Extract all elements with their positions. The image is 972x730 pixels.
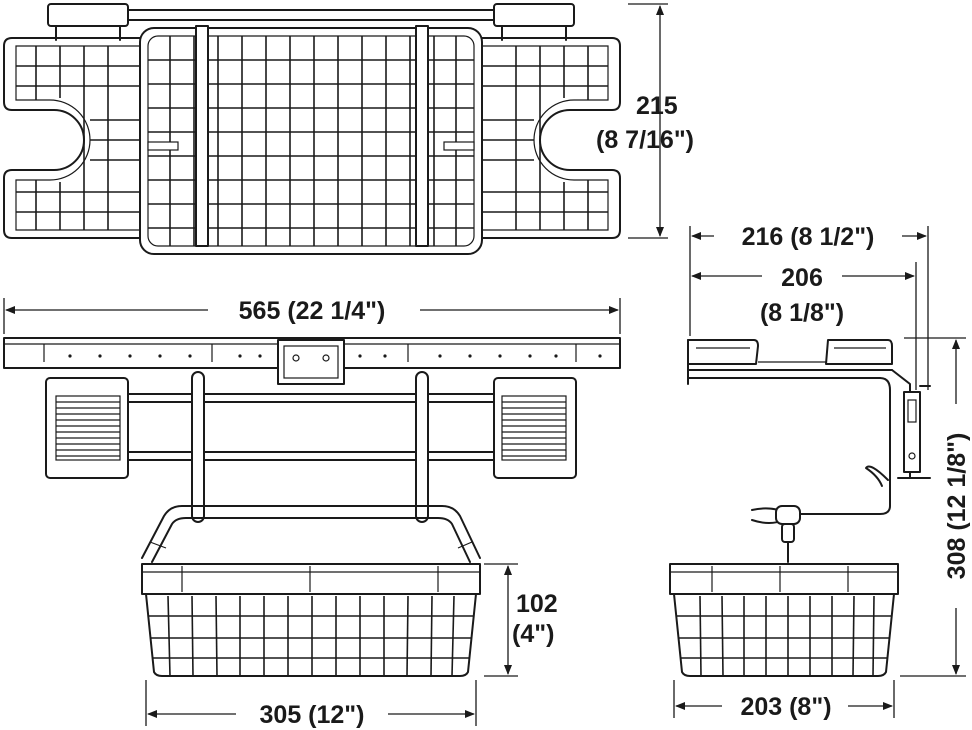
dim-overall-width: 565 (22 1/4") xyxy=(3,297,621,334)
top-clip-right xyxy=(493,3,575,27)
side-tray-left xyxy=(687,339,759,365)
dim-basket-width: 305 (12") xyxy=(145,680,477,729)
dim-side-inner-width-in: (8 1/8") xyxy=(760,299,844,327)
side-mount-plate xyxy=(903,391,921,473)
dim-basket-height-mm: 102 xyxy=(516,590,558,618)
side-tray-right xyxy=(825,339,893,365)
dim-top-height-in: (8 7/16") xyxy=(596,126,694,154)
dim-top-height-mm: 215 xyxy=(636,92,678,120)
front-center-bracket xyxy=(277,339,345,385)
dim-side-height-label: 308 (12 1/8") xyxy=(943,433,971,580)
dim-basket-width-label: 305 (12") xyxy=(260,701,365,729)
top-clip-left xyxy=(47,3,129,27)
dim-side-height: 308 (12 1/8") xyxy=(900,337,971,677)
front-basket-body xyxy=(145,593,477,677)
dim-top-height: 215 (8 7/16") xyxy=(596,3,694,239)
dim-overall-width-label: 565 (22 1/4") xyxy=(239,297,386,325)
dim-side-inner-width: 206 (8 1/8") xyxy=(691,262,917,390)
dim-side-basket-width: 203 (8") xyxy=(673,680,895,721)
dim-side-inner-width-mm: 206 xyxy=(781,264,823,292)
top-tray-outline xyxy=(3,37,621,239)
side-view xyxy=(669,339,931,677)
top-view xyxy=(3,3,621,255)
front-runner-right xyxy=(493,377,577,479)
dim-basket-height-in: (4") xyxy=(512,620,554,648)
side-basket-rim xyxy=(669,563,899,595)
dim-side-outer-width-label: 216 (8 1/2") xyxy=(742,223,875,251)
dim-basket-height: 102 (4") xyxy=(484,563,558,677)
dim-side-outer-width: 216 (8 1/2") xyxy=(689,223,929,390)
side-basket-body xyxy=(673,593,895,677)
top-basket-outline xyxy=(139,27,483,255)
front-view xyxy=(3,337,621,677)
front-basket-rim xyxy=(141,563,481,595)
dim-side-basket-width-label: 203 (8") xyxy=(740,693,831,721)
front-runner-left xyxy=(45,377,129,479)
